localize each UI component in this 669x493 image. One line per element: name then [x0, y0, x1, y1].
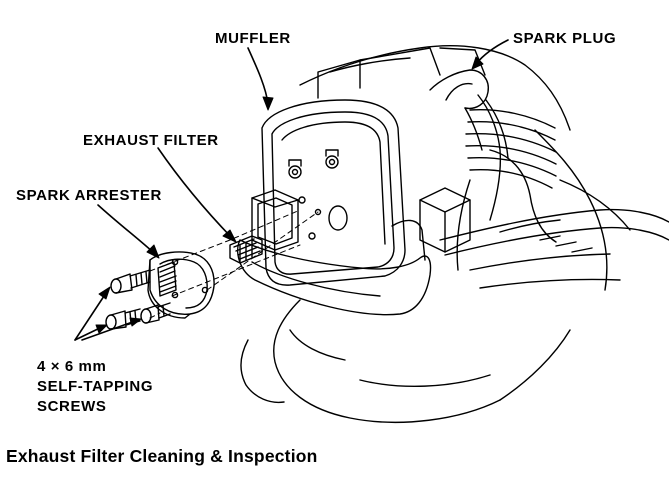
label-exhaust-filter: EXHAUST FILTER [83, 132, 219, 149]
exhaust-filter-part [229, 235, 263, 264]
muffler-body [237, 99, 432, 316]
label-screws-size: 4 × 6 mm [37, 358, 107, 375]
alignment-lines [149, 209, 319, 319]
arrowheads [95, 56, 484, 334]
label-spark-plug: SPARK PLUG [513, 30, 617, 47]
label-screws-type: SELF-TAPPING [37, 378, 154, 395]
screw-3 [140, 302, 171, 324]
label-muffler: MUFFLER [215, 30, 291, 47]
engine-body [240, 45, 669, 423]
label-spark-arrester: SPARK ARRESTER [16, 187, 162, 204]
figure-caption: Exhaust Filter Cleaning & Inspection [6, 446, 318, 466]
spark-arrester-part [147, 251, 215, 319]
label-screws-word: SCREWS [37, 398, 107, 415]
screw-1 [110, 269, 151, 294]
